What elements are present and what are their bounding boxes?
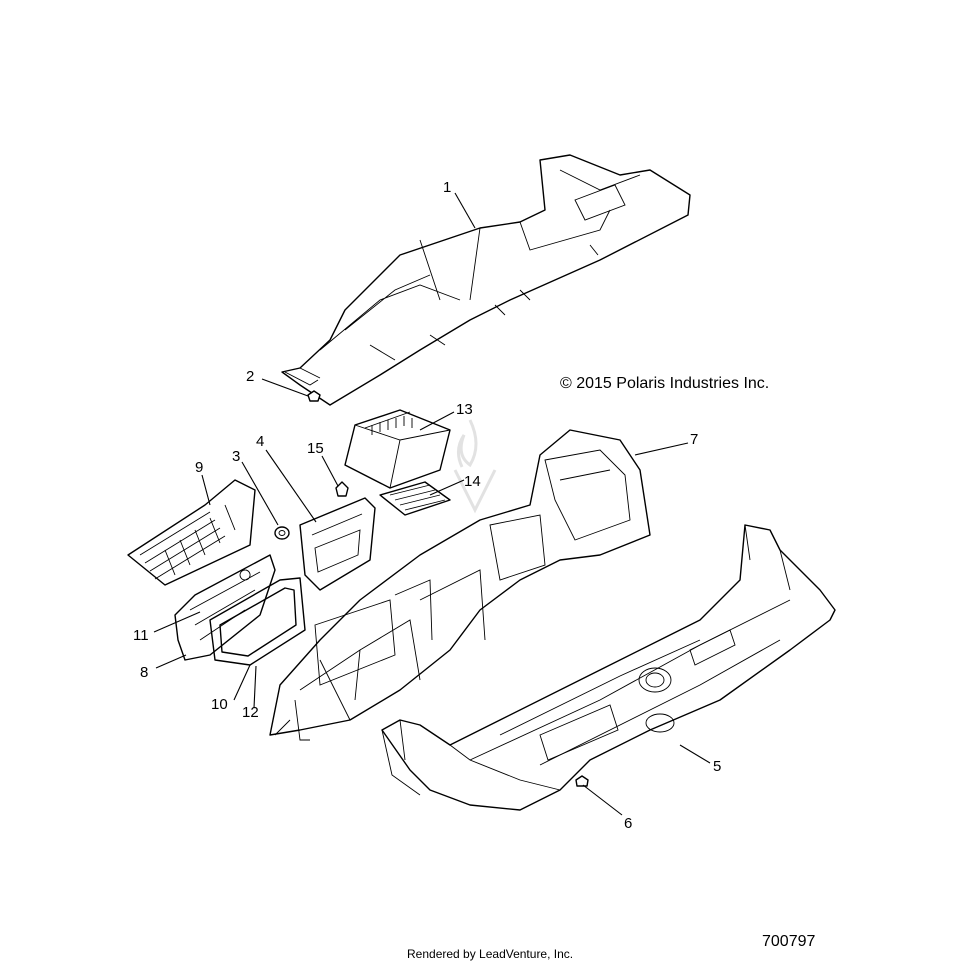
leadventure-flame-logo-icon [453,419,497,514]
part-8-side-bezel [174,554,276,661]
callout-5: 5 [713,758,721,775]
callout-6: 6 [624,815,632,832]
leader-lines [153,192,711,816]
render-credit: Rendered by LeadVenture, Inc. [407,947,573,961]
part-15-clip [335,481,349,497]
callout-9: 9 [195,459,203,476]
part-14-insert-mat [379,481,451,516]
callout-11: 11 [133,627,149,644]
callout-4: 4 [256,433,264,450]
callout-13: 13 [456,401,473,418]
part-4-bracket [299,497,376,591]
copyright-notice: © 2015 Polaris Industries Inc. [560,375,769,392]
callout-2: 2 [246,368,254,385]
callout-7: 7 [690,431,698,448]
callout-10: 10 [211,696,228,713]
part-13-storage-bin [344,409,451,489]
part-2-fastener [307,390,321,402]
callout-8: 8 [140,664,148,681]
callout-3: 3 [232,448,240,465]
part-1-upper-dash-panel [281,154,691,406]
callout-labels: 1 2 3 4 13 15 14 9 7 11 8 10 12 5 6 [133,179,721,832]
callout-12: 12 [242,704,259,721]
part-9-floor-mat [127,479,256,586]
callout-15: 15 [307,440,324,457]
part-7-lower-dash [269,429,651,741]
part-5-front-panel [381,524,836,811]
part-3-grommet [274,526,290,540]
callout-14: 14 [464,473,481,490]
callout-1: 1 [443,179,451,196]
diagram-number: 700797 [762,933,815,950]
part-6-fastener [575,775,589,787]
part-10-frame [209,577,306,666]
